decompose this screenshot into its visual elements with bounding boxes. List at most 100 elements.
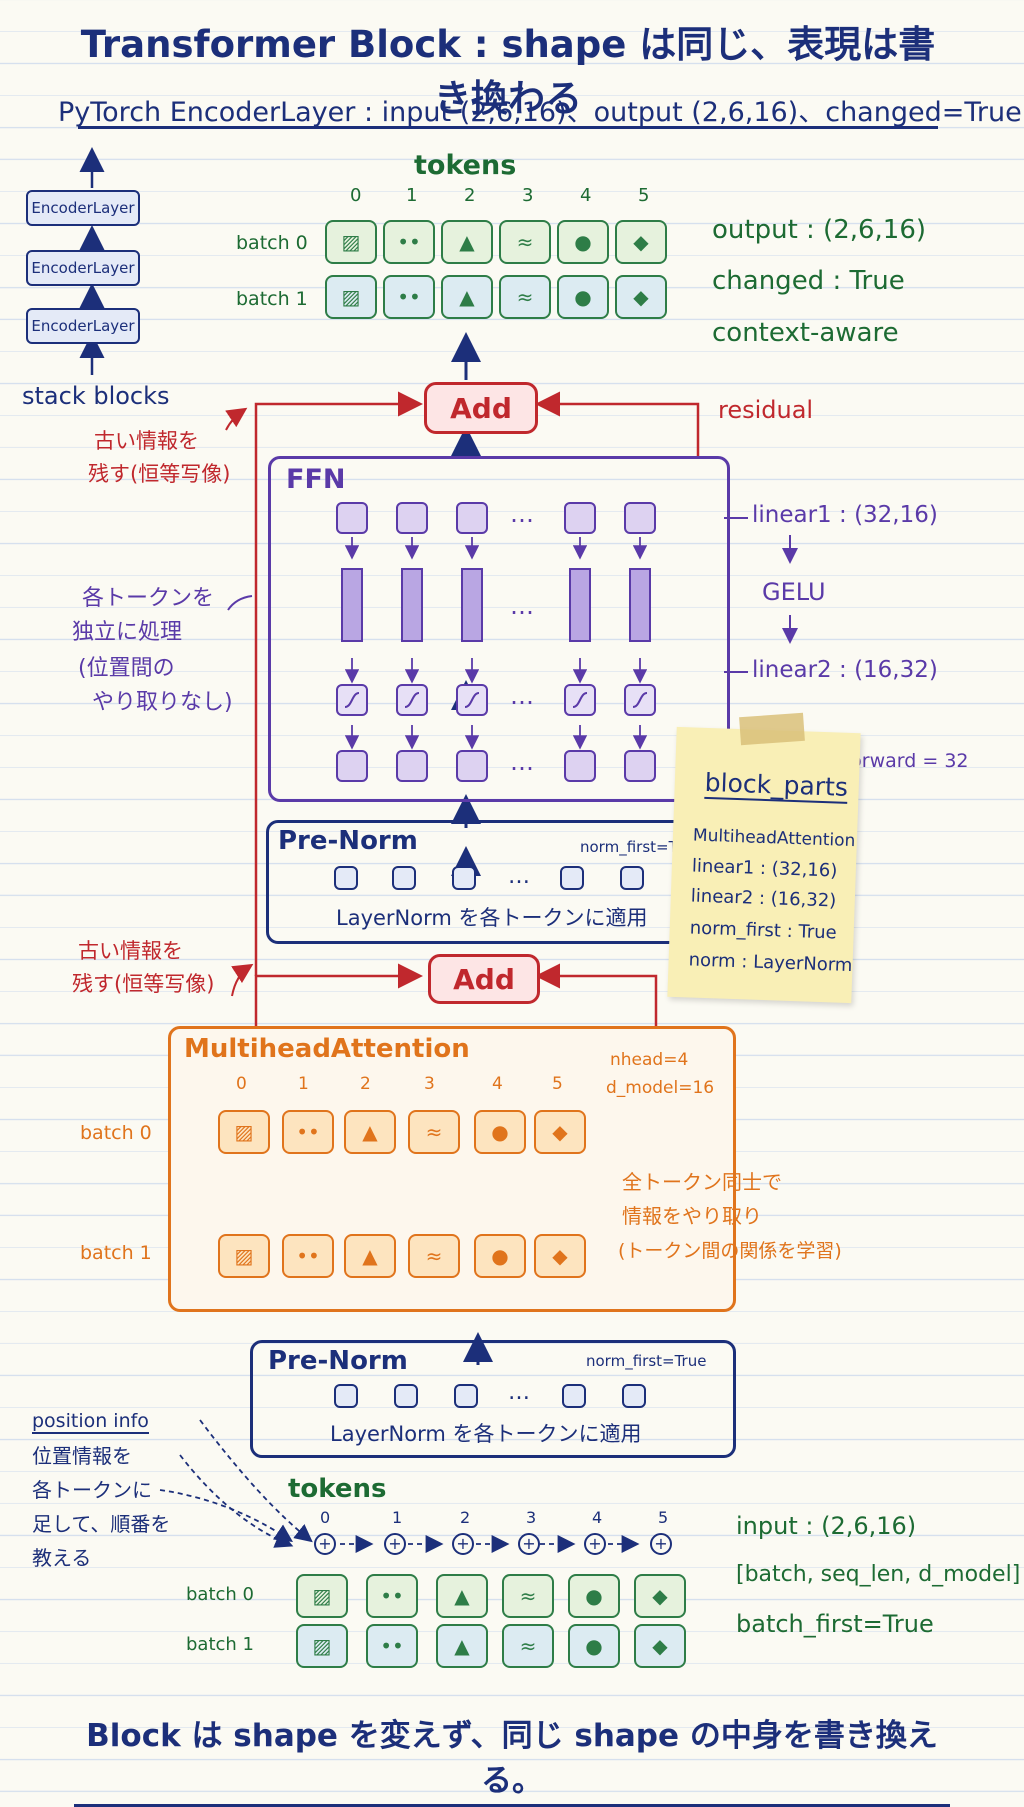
mha-batch1-label: batch 1 — [80, 1242, 152, 1264]
block-parts-item-0: MultiheadAttention — [692, 825, 856, 852]
position-info-title: position info — [32, 1410, 149, 1434]
output-shape-label: output : (2,6,16) — [712, 215, 927, 245]
add-top-node: Add — [424, 382, 538, 434]
output-b0-t5: ◆ — [615, 220, 667, 264]
mha-note-1: 全トークン同士で — [622, 1170, 782, 1194]
input-index-2: 2 — [460, 1508, 471, 1527]
mha-b0-t5: ◆ — [534, 1110, 586, 1154]
output-b0-t2: ▲ — [441, 220, 493, 264]
mha-b0-t4: ● — [474, 1110, 526, 1154]
mha-b0-t1: •• — [282, 1110, 334, 1154]
output-b1-t3: ≈ — [499, 275, 551, 319]
ffn-note-3: (位置間の — [78, 656, 175, 681]
prenorm-bottom-token-4 — [562, 1384, 586, 1408]
ffn-title: FFN — [286, 464, 346, 495]
mha-index-4: 4 — [492, 1074, 503, 1094]
prenorm-bottom-token-1 — [394, 1384, 418, 1408]
mha-d-model: d_model=16 — [606, 1078, 715, 1098]
output-b0-t0: ▨ — [325, 220, 377, 264]
ffn-hidden-1 — [401, 568, 423, 642]
input-b1-t0: ▨ — [296, 1624, 348, 1668]
changed-label: changed : True — [712, 266, 905, 296]
input-index-1: 1 — [392, 1508, 403, 1527]
prenorm-top-token-0 — [334, 866, 358, 890]
ffn-hidden-0 — [341, 568, 363, 642]
output-index-1: 1 — [406, 185, 418, 206]
mha-index-2: 2 — [360, 1074, 371, 1094]
prenorm-top-dots: … — [508, 864, 530, 889]
ffn-output-4 — [564, 750, 596, 782]
output-b0-t3: ≈ — [499, 220, 551, 264]
prenorm-top-title: Pre-Norm — [278, 826, 418, 856]
ffn-gelu-2 — [456, 684, 488, 716]
plus-icon-1: + — [384, 1533, 406, 1555]
ffn-box — [268, 456, 730, 802]
block-parts-item-4: norm : LayerNorm — [688, 949, 853, 977]
ffn-input-4 — [564, 502, 596, 534]
input-index-0: 0 — [320, 1508, 331, 1527]
mha-b1-t3: ≈ — [408, 1234, 460, 1278]
prenorm-bottom-norm-first: norm_first=True — [586, 1352, 707, 1370]
position-info-line-3: 足して、順番を — [32, 1512, 171, 1536]
ffn-output-5 — [624, 750, 656, 782]
ffn-gelu-4 — [564, 684, 596, 716]
prenorm-bottom-box — [250, 1340, 736, 1458]
mha-b1-t0: ▨ — [218, 1234, 270, 1278]
ffn-input-1 — [396, 502, 428, 534]
encoder-layer-3: EncoderLayer — [26, 190, 140, 226]
stack-blocks-label: stack blocks — [22, 382, 170, 410]
position-info-line-1: 位置情報を — [32, 1444, 132, 1468]
ffn-output-dots: … — [510, 748, 534, 776]
ffn-hidden-4 — [569, 568, 591, 642]
output-index-3: 3 — [522, 185, 534, 206]
plus-icon-3: + — [518, 1533, 540, 1555]
encoder-layer-2: EncoderLayer — [26, 250, 140, 286]
output-b1-t1: •• — [383, 275, 435, 319]
plus-icon-0: + — [314, 1533, 336, 1555]
page-subtitle: PyTorch EncoderLayer : input (2,6,16)、ou… — [58, 97, 1024, 128]
input-tokens-title: tokens — [288, 1474, 387, 1504]
input-b0-t1: •• — [366, 1574, 418, 1618]
mha-b1-t5: ◆ — [534, 1234, 586, 1278]
ffn-gelu-0 — [336, 684, 368, 716]
output-b1-t4: ● — [557, 275, 609, 319]
output-index-5: 5 — [638, 185, 650, 206]
block-parts-item-1: linear1 : (32,16) — [691, 855, 838, 882]
input-batch0-label: batch 0 — [186, 1584, 254, 1605]
ffn-output-2 — [456, 750, 488, 782]
ffn-hidden-5 — [629, 568, 651, 642]
page-title: Transformer Block : shape は同じ、表現は書き換わる — [78, 14, 938, 129]
position-info-line-2: 各トークンに — [32, 1478, 152, 1502]
prenorm-top-token-2 — [452, 866, 476, 890]
input-b1-t3: ≈ — [502, 1624, 554, 1668]
prenorm-bottom-token-2 — [454, 1384, 478, 1408]
block-parts-item-2: linear2 : (16,32) — [690, 885, 837, 912]
ffn-input-dots: … — [510, 500, 534, 528]
ffn-output-0 — [336, 750, 368, 782]
residual-note-bottom-2: 残す(恒等写像) — [72, 972, 215, 996]
prenorm-bottom-token-5 — [622, 1384, 646, 1408]
residual-note-bottom-1: 古い情報を — [78, 939, 183, 963]
prenorm-bottom-dots: … — [508, 1380, 530, 1405]
mha-index-1: 1 — [298, 1074, 309, 1094]
output-tokens-title: tokens — [414, 150, 517, 181]
output-b1-t5: ◆ — [615, 275, 667, 319]
mha-batch0-label: batch 0 — [80, 1122, 152, 1144]
position-arrows — [159, 1419, 640, 1553]
context-aware-label: context-aware — [712, 318, 899, 348]
output-index-4: 4 — [580, 185, 592, 206]
note-tape — [739, 712, 805, 746]
prenorm-bottom-title: Pre-Norm — [268, 1346, 408, 1376]
position-info-line-4: 教える — [32, 1546, 92, 1570]
ffn-input-5 — [624, 502, 656, 534]
prenorm-bottom-caption: LayerNorm を各トークンに適用 — [330, 1422, 642, 1446]
ffn-gelu-dots: … — [510, 682, 534, 710]
block-parts-item-3: norm_first : True — [689, 917, 837, 944]
residual-label-top: residual — [718, 396, 814, 424]
input-b0-t5: ◆ — [634, 1574, 686, 1618]
ffn-note-2: 独立に処理 — [72, 620, 183, 645]
prenorm-bottom-token-0 — [334, 1384, 358, 1408]
plus-icon-5: + — [650, 1533, 672, 1555]
input-b1-t5: ◆ — [634, 1624, 686, 1668]
prenorm-top-token-5 — [620, 866, 644, 890]
